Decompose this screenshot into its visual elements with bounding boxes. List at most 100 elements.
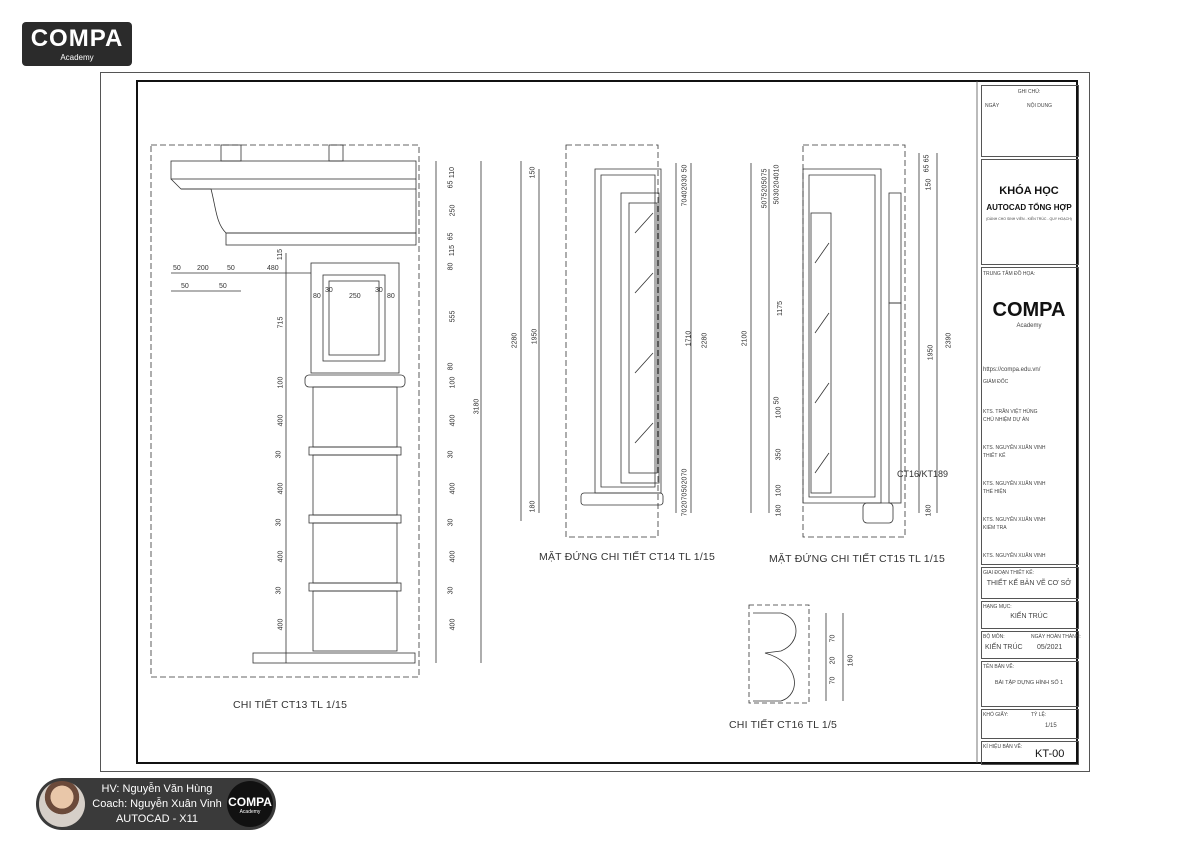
badge-logo: COMPA Academy [227, 781, 273, 827]
dept-label: BỘ MÔN: [983, 634, 1005, 640]
ct14-door-panel [620, 192, 660, 484]
ct13-dim-right: 400 [449, 618, 457, 631]
ct15-dim-left-top: 10 [773, 164, 781, 173]
ct15-dim-right: 1950 [927, 344, 935, 361]
ct13-dim-left: 715 [277, 316, 285, 329]
ct15-dim-left: 350 [775, 448, 783, 461]
ct13-dim-label: 30 [375, 287, 383, 294]
ct16-dim-total: 160 [847, 654, 855, 667]
ct13-column-ring [304, 374, 406, 388]
inner-frame [136, 80, 1078, 764]
logo-brand: COMPA [30, 25, 124, 52]
ct15-dim-outer: 2100 [741, 330, 749, 347]
ct13-base [252, 652, 416, 664]
badge-logo-brand: COMPA [228, 795, 272, 809]
ct16-profile [753, 612, 797, 702]
notes-box [981, 85, 1079, 157]
ct13-dim-label: 200 [197, 265, 209, 272]
ct13-dim-left: 400 [277, 482, 285, 495]
ct15-dim-left-top: 50 [761, 200, 769, 209]
ct15-hatch [814, 242, 830, 264]
ct15-dim-left-top: 20 [773, 180, 781, 189]
ct13-shaft-1 [312, 386, 398, 448]
ct13-dim-right: 400 [449, 482, 457, 495]
student-badge: HV: Nguyễn Văn Hùng Coach: Nguyễn Xuân V… [36, 778, 276, 830]
ct13-dim-left: 400 [277, 414, 285, 427]
ct14-dim-left: 1950 [531, 328, 539, 345]
category-value: KIẾN TRÚC [1010, 613, 1048, 620]
ct15-dim-left-top: 30 [773, 188, 781, 197]
ct16-dim: 70 [829, 676, 837, 685]
ct14-drawing [520, 144, 692, 538]
ct14-frame-2 [600, 174, 656, 488]
notes-col-date: NGÀY [985, 103, 1000, 109]
ct13-dim-total: 3180 [473, 398, 481, 415]
ct15-dashed-boundary [802, 144, 906, 538]
director-label: GIÁM ĐỐC [983, 379, 1009, 385]
scale-value: 1/15 [1045, 723, 1057, 729]
ct16-dim: 70 [829, 634, 837, 643]
director-name: KTS. TRẦN VIỆT HÙNG [983, 409, 1038, 415]
ct15-title: MẶT ĐỨNG CHI TIẾT CT15 TL 1/15 [769, 553, 946, 565]
drawing-canvas [136, 80, 1078, 764]
drawing-name-box [981, 661, 1079, 707]
ct14-dim-right-bot: 70 [681, 468, 689, 477]
sheet-label: KÍ HIỆU BẢN VẼ: [983, 744, 1023, 750]
ct15-side-panel-2 [888, 302, 902, 504]
badge-logo-sub: Academy [239, 809, 261, 815]
ct13-dim-right: 110 [449, 166, 457, 179]
ct14-dim-right-bot: 70 [681, 492, 689, 501]
drawing-sheet: 50 200 50 480 50 50 30 30 80 250 80 115 … [100, 72, 1090, 772]
ct15-dim-left-top: 75 [761, 168, 769, 177]
ct14-glass [628, 202, 658, 474]
ct13-dim-right: 400 [449, 414, 457, 427]
phase-box [981, 567, 1079, 599]
category-box [981, 601, 1079, 629]
ct15-dim-left-top: 50 [761, 176, 769, 185]
ct14-dim-right-bot: 70 [681, 508, 689, 517]
ct16-drawing [748, 604, 844, 704]
ct13-capital [310, 262, 400, 374]
ct15-door-panel [810, 212, 832, 494]
center-label: TRUNG TÂM ĐỒ HỌA: [983, 271, 1036, 277]
ct14-dim-right-bot: 20 [681, 500, 689, 509]
ct13-dim-label: 50 [181, 283, 189, 290]
ct13-shaft-3 [312, 522, 398, 584]
ct14-title: MẶT ĐỨNG CHI TIẾT CT14 TL 1/15 [539, 551, 716, 563]
ct13-dim-right: 250 [449, 204, 457, 217]
ct13-window-inner [328, 280, 380, 356]
sheet-box [981, 741, 1079, 765]
ct13-cornice-step [170, 178, 417, 190]
ct15-dim-left: 180 [775, 504, 783, 517]
drafter-name: KTS. NGUYỄN XUÂN VINH [983, 517, 1046, 523]
ct14-hatch [634, 352, 654, 374]
ct13-dim-label: 30 [325, 287, 333, 294]
date-label: NGÀY HOÀN THÀNH: [1031, 634, 1081, 640]
ct13-dim-left: 30 [275, 586, 283, 595]
chief-label: CHỦ NHIỆM DỰ ÁN [983, 417, 1029, 423]
ct14-dim-right-top: 30 [681, 174, 689, 183]
checker-name: KTS. NGUYỄN XUÂN VINH [983, 553, 1046, 559]
ct13-dim-right: 65 [447, 232, 455, 241]
student-name: HV: Nguyễn Văn Hùng [101, 783, 213, 795]
paper-box [981, 709, 1079, 739]
ct13-dim-left: 30 [275, 518, 283, 527]
ct14-frame-outer [594, 168, 662, 494]
dept-value: KIẾN TRÚC [985, 644, 1023, 651]
ct15-frame-outer [802, 168, 882, 504]
date-value: 05/2021 [1037, 644, 1063, 651]
ct13-joint [308, 446, 402, 456]
scale-label: TỶ LỆ: [1031, 712, 1047, 718]
notes-col-content: NỘI DUNG [1027, 103, 1052, 109]
ct13-dim-left: 400 [277, 618, 285, 631]
ct14-dim-right-top: 70 [681, 198, 689, 207]
ct13-cornice-curve [181, 188, 417, 234]
ct15-dim-right: 150 [925, 178, 933, 191]
paper-label: KHỔ GIẤY: [983, 712, 1009, 718]
course-sub: (DÀNH CHO SINH VIÊN - KIẾN TRÚC - QUY HO… [986, 217, 1072, 221]
drawing-name-label: TÊN BẢN VẼ: [983, 664, 1015, 670]
ct13-dim-right: 100 [449, 376, 457, 389]
ct13-dim-label: 80 [387, 293, 395, 300]
ct14-dim-mid: 1710 [685, 330, 693, 347]
ct13-cornice-base [225, 232, 417, 246]
